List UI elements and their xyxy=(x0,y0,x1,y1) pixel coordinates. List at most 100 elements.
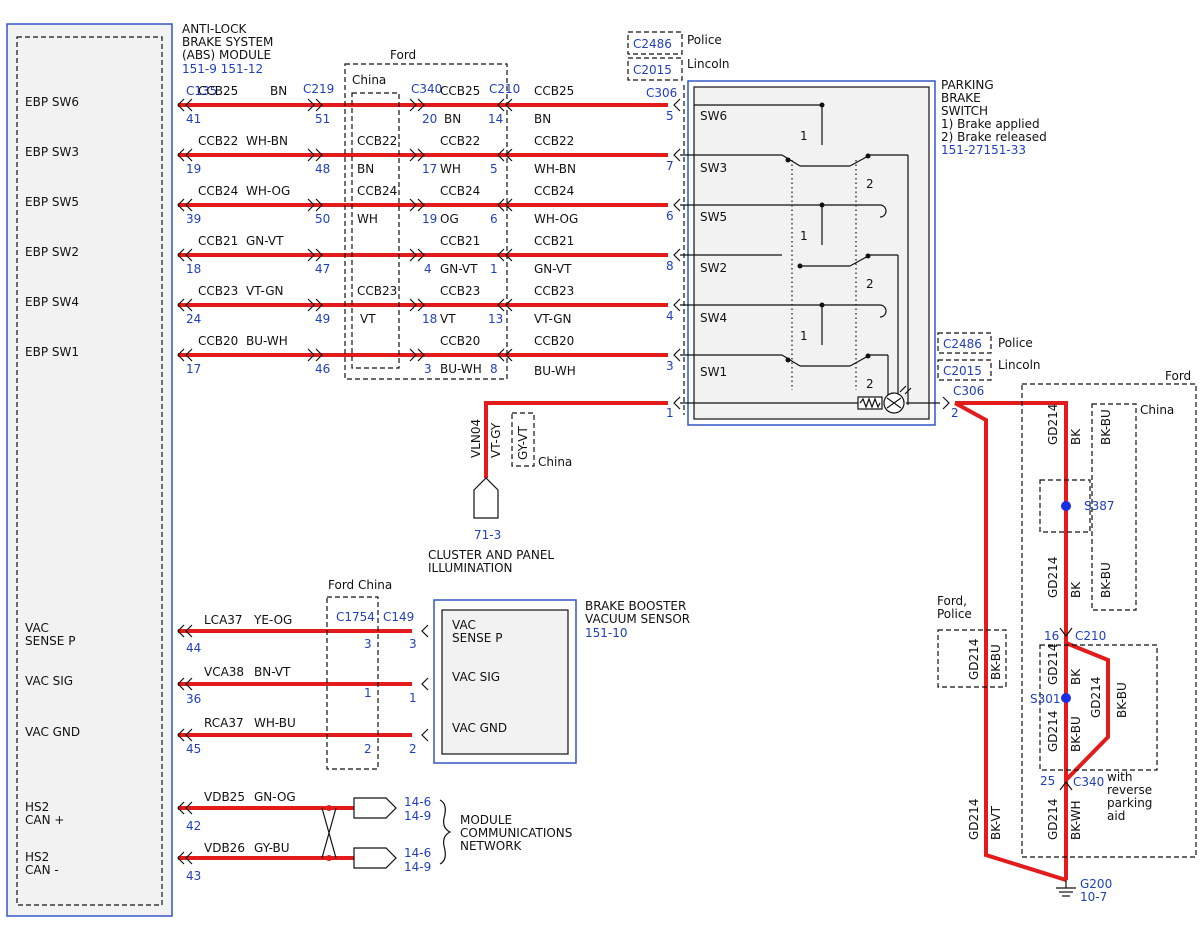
pin-number: 51 xyxy=(315,112,330,126)
c2015-box xyxy=(937,359,992,381)
illumination-wire xyxy=(484,401,668,478)
connector-c149[interactable]: C149 xyxy=(383,610,414,624)
connector-c2015[interactable]: C2015 xyxy=(633,63,672,77)
ground-wire-rpa xyxy=(1064,641,1110,782)
lincoln-label: Lincoln xyxy=(998,358,1041,372)
wire-color: BU-WH xyxy=(246,334,288,348)
connector-c306[interactable]: C306 xyxy=(646,86,677,100)
switch-sw-label: SW5 xyxy=(700,210,727,224)
wire-color: WH xyxy=(357,212,378,226)
pin-number: 8 xyxy=(490,362,498,376)
illumination-title-2: ILLUMINATION xyxy=(428,561,513,575)
wire-circuit: LCA37 xyxy=(204,613,243,627)
connector-c340[interactable]: C340 xyxy=(411,82,442,96)
wire-color: BK xyxy=(1069,581,1083,598)
can-link[interactable]: 14-9 xyxy=(404,860,431,874)
pin-number: 18 xyxy=(422,312,437,326)
connector-c135[interactable]: C135 xyxy=(186,84,217,98)
network-title-2: COMMUNICATIONS xyxy=(460,826,572,840)
wire-color: VT xyxy=(440,312,456,326)
booster-sensor-frame xyxy=(433,599,577,764)
ground-g200-ref[interactable]: 10-7 xyxy=(1080,890,1107,904)
parking-switch-link[interactable]: 151-27151-33 xyxy=(941,143,1026,157)
connector-c2015[interactable]: C2015 xyxy=(943,364,982,378)
ebp-wire-lines xyxy=(178,103,668,357)
abs-title-2: BRAKE SYSTEM xyxy=(182,35,273,49)
can-link[interactable]: 14-9 xyxy=(404,809,431,823)
ford-block xyxy=(344,63,508,380)
splice-s301-label[interactable]: S301 xyxy=(1030,692,1061,706)
connector-c340[interactable]: C340 xyxy=(1073,775,1104,789)
china-block xyxy=(351,92,400,369)
abs-module-link[interactable]: 151-9 151-12 xyxy=(182,62,263,76)
wire-color: VT-GN xyxy=(534,312,571,326)
wire-color: VT-GN xyxy=(246,284,283,298)
parking-brake-switch-frame xyxy=(687,80,936,426)
connector-c306[interactable]: C306 xyxy=(953,384,984,398)
ground-g200[interactable]: G200 xyxy=(1080,877,1112,891)
china-label: China xyxy=(352,73,386,87)
connector-mark xyxy=(1059,627,1073,637)
switch-title-1: PARKING xyxy=(941,78,994,92)
abs-pin-label: EBP SW3 xyxy=(25,145,79,159)
ford-ground-block xyxy=(1021,383,1197,858)
wire-circuit: VDB25 xyxy=(204,790,245,804)
abs-pin-label: SENSE P xyxy=(25,634,75,648)
connector-c210[interactable]: C210 xyxy=(1075,629,1106,643)
pin-number: 1 xyxy=(666,406,674,420)
wire-color: BN xyxy=(444,112,461,126)
illumination-link[interactable]: 71-3 xyxy=(474,528,501,542)
resistor-zigzag xyxy=(859,397,881,409)
china-label: China xyxy=(538,455,572,469)
connector-c2486[interactable]: C2486 xyxy=(633,37,672,51)
pin-number: 3 xyxy=(409,637,417,651)
wire-circuit: VDB26 xyxy=(204,841,245,855)
pin-number: 4 xyxy=(666,309,674,323)
abs-pin-number: 41 xyxy=(186,112,201,126)
splice-s387[interactable] xyxy=(1061,501,1071,511)
splice-s387-label[interactable]: S387 xyxy=(1084,499,1115,513)
pin-number: 8 xyxy=(666,259,674,273)
connector-c1754[interactable]: C1754 xyxy=(336,610,375,624)
police-label: Police xyxy=(687,33,722,47)
wire-color: BU-WH xyxy=(534,364,576,378)
lincoln-label: Lincoln xyxy=(687,57,730,71)
abs-title-3: (ABS) MODULE xyxy=(182,48,271,62)
wire-circuit: CCB22 xyxy=(198,134,238,148)
connector-c2486[interactable]: C2486 xyxy=(943,337,982,351)
pin-number: 2 xyxy=(951,406,959,420)
abs-pin-label: VAC xyxy=(25,621,49,635)
wire-circuit: RCA37 xyxy=(204,716,244,730)
sensor-pin-label: VAC SIG xyxy=(452,670,500,684)
ford-china-block xyxy=(326,596,379,770)
wire-circuit: CCB21 xyxy=(534,234,574,248)
abs-pin-label: HS2 xyxy=(25,850,49,864)
connector-c219[interactable]: C219 xyxy=(303,82,334,96)
booster-link[interactable]: 151-10 xyxy=(585,626,628,640)
splice-s301[interactable] xyxy=(1061,693,1071,703)
light-ray-icon xyxy=(899,385,912,395)
abs-pin-label: VAC GND xyxy=(25,725,80,739)
can-link[interactable]: 14-6 xyxy=(404,795,431,809)
rpa-label: aid xyxy=(1107,809,1125,823)
abs-module-body xyxy=(6,23,173,917)
wire-circuit: CCB22 xyxy=(440,134,480,148)
wire-circuit: GD214 xyxy=(1046,799,1060,840)
wire-color: BK-BU xyxy=(989,644,1003,680)
wire-color: BK-BU xyxy=(1115,682,1129,718)
abs-title-1: ANTI-LOCK xyxy=(182,22,247,36)
wire-circuit: VCA38 xyxy=(204,665,244,679)
pin-number: 3 xyxy=(666,359,674,373)
rpa-label: parking xyxy=(1107,796,1152,810)
connector-c210[interactable]: C210 xyxy=(489,82,520,96)
abs-pin-label: EBP SW1 xyxy=(25,345,79,359)
wire-color: BN xyxy=(270,84,287,98)
network-title-3: NETWORK xyxy=(460,839,523,853)
pin-number: 4 xyxy=(424,262,432,276)
wire-circuit: GD214 xyxy=(1089,677,1103,718)
sensor-pin-label: SENSE P xyxy=(452,631,502,645)
wire-color: BN-VT xyxy=(254,665,291,679)
can-link[interactable]: 14-6 xyxy=(404,846,431,860)
wire-color: BK-BU xyxy=(1099,562,1113,598)
